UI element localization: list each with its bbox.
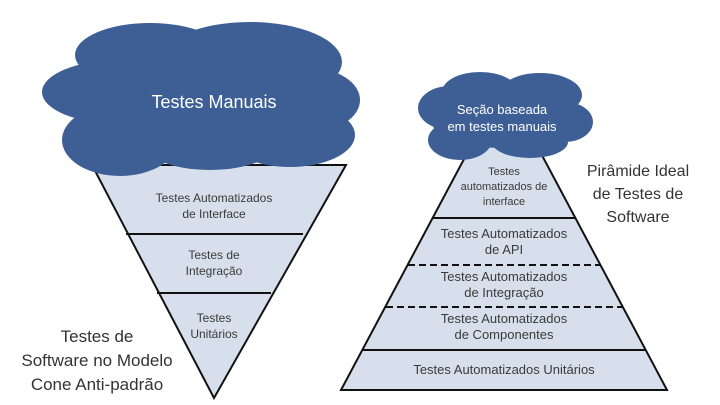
cone-caption: Cone Anti-padrão (31, 375, 163, 394)
pyramid-layer-label: Testes Automatizados (441, 226, 568, 241)
cone-layer-label: Testes Automatizados (156, 191, 273, 205)
pyramid-caption: de Testes de (593, 186, 684, 203)
pyramid-layer-label: de Componentes (454, 327, 554, 342)
manual-section-cloud (418, 72, 593, 160)
pyramid-cloud-label: Seção baseada (457, 102, 548, 117)
cone-caption: Software no Modelo (21, 351, 172, 370)
cone-layer-label: de Interface (182, 207, 246, 221)
pyramid-body (339, 81, 669, 391)
pyramid-cloud-label: em testes manuais (447, 119, 557, 134)
pyramid-layer-label: Testes Automatizados (441, 311, 568, 326)
pyramid-layer-label: automatizados de (461, 181, 548, 193)
pyramid-layer-label: Testes Automatizados Unitários (413, 362, 595, 377)
pyramid-layer-label: Testes (488, 166, 520, 178)
cone-layer-label: Unitários (190, 327, 237, 341)
cone-layer-label: Testes (197, 311, 232, 325)
pyramid-caption: Pirâmide Ideal (587, 163, 689, 180)
cone-cloud-label: Testes Manuais (151, 92, 276, 112)
ideal-pyramid: Seção baseada em testes manuais Testes a… (339, 72, 689, 391)
pyramid-layer-label: interface (483, 196, 525, 208)
pyramid-layer-label: de Integração (464, 285, 544, 300)
manual-tests-cloud (42, 22, 360, 176)
cone-caption: Testes de (61, 327, 134, 346)
anti-pattern-cone: Testes Manuais Testes Automatizados de I… (21, 22, 360, 401)
cone-layer-label: Testes de (188, 248, 240, 262)
pyramid-layer-label: de API (485, 242, 523, 257)
pyramid-caption: Software (606, 209, 669, 226)
cone-layer-label: Integração (186, 264, 243, 278)
pyramid-layer-label: Testes Automatizados (441, 269, 568, 284)
